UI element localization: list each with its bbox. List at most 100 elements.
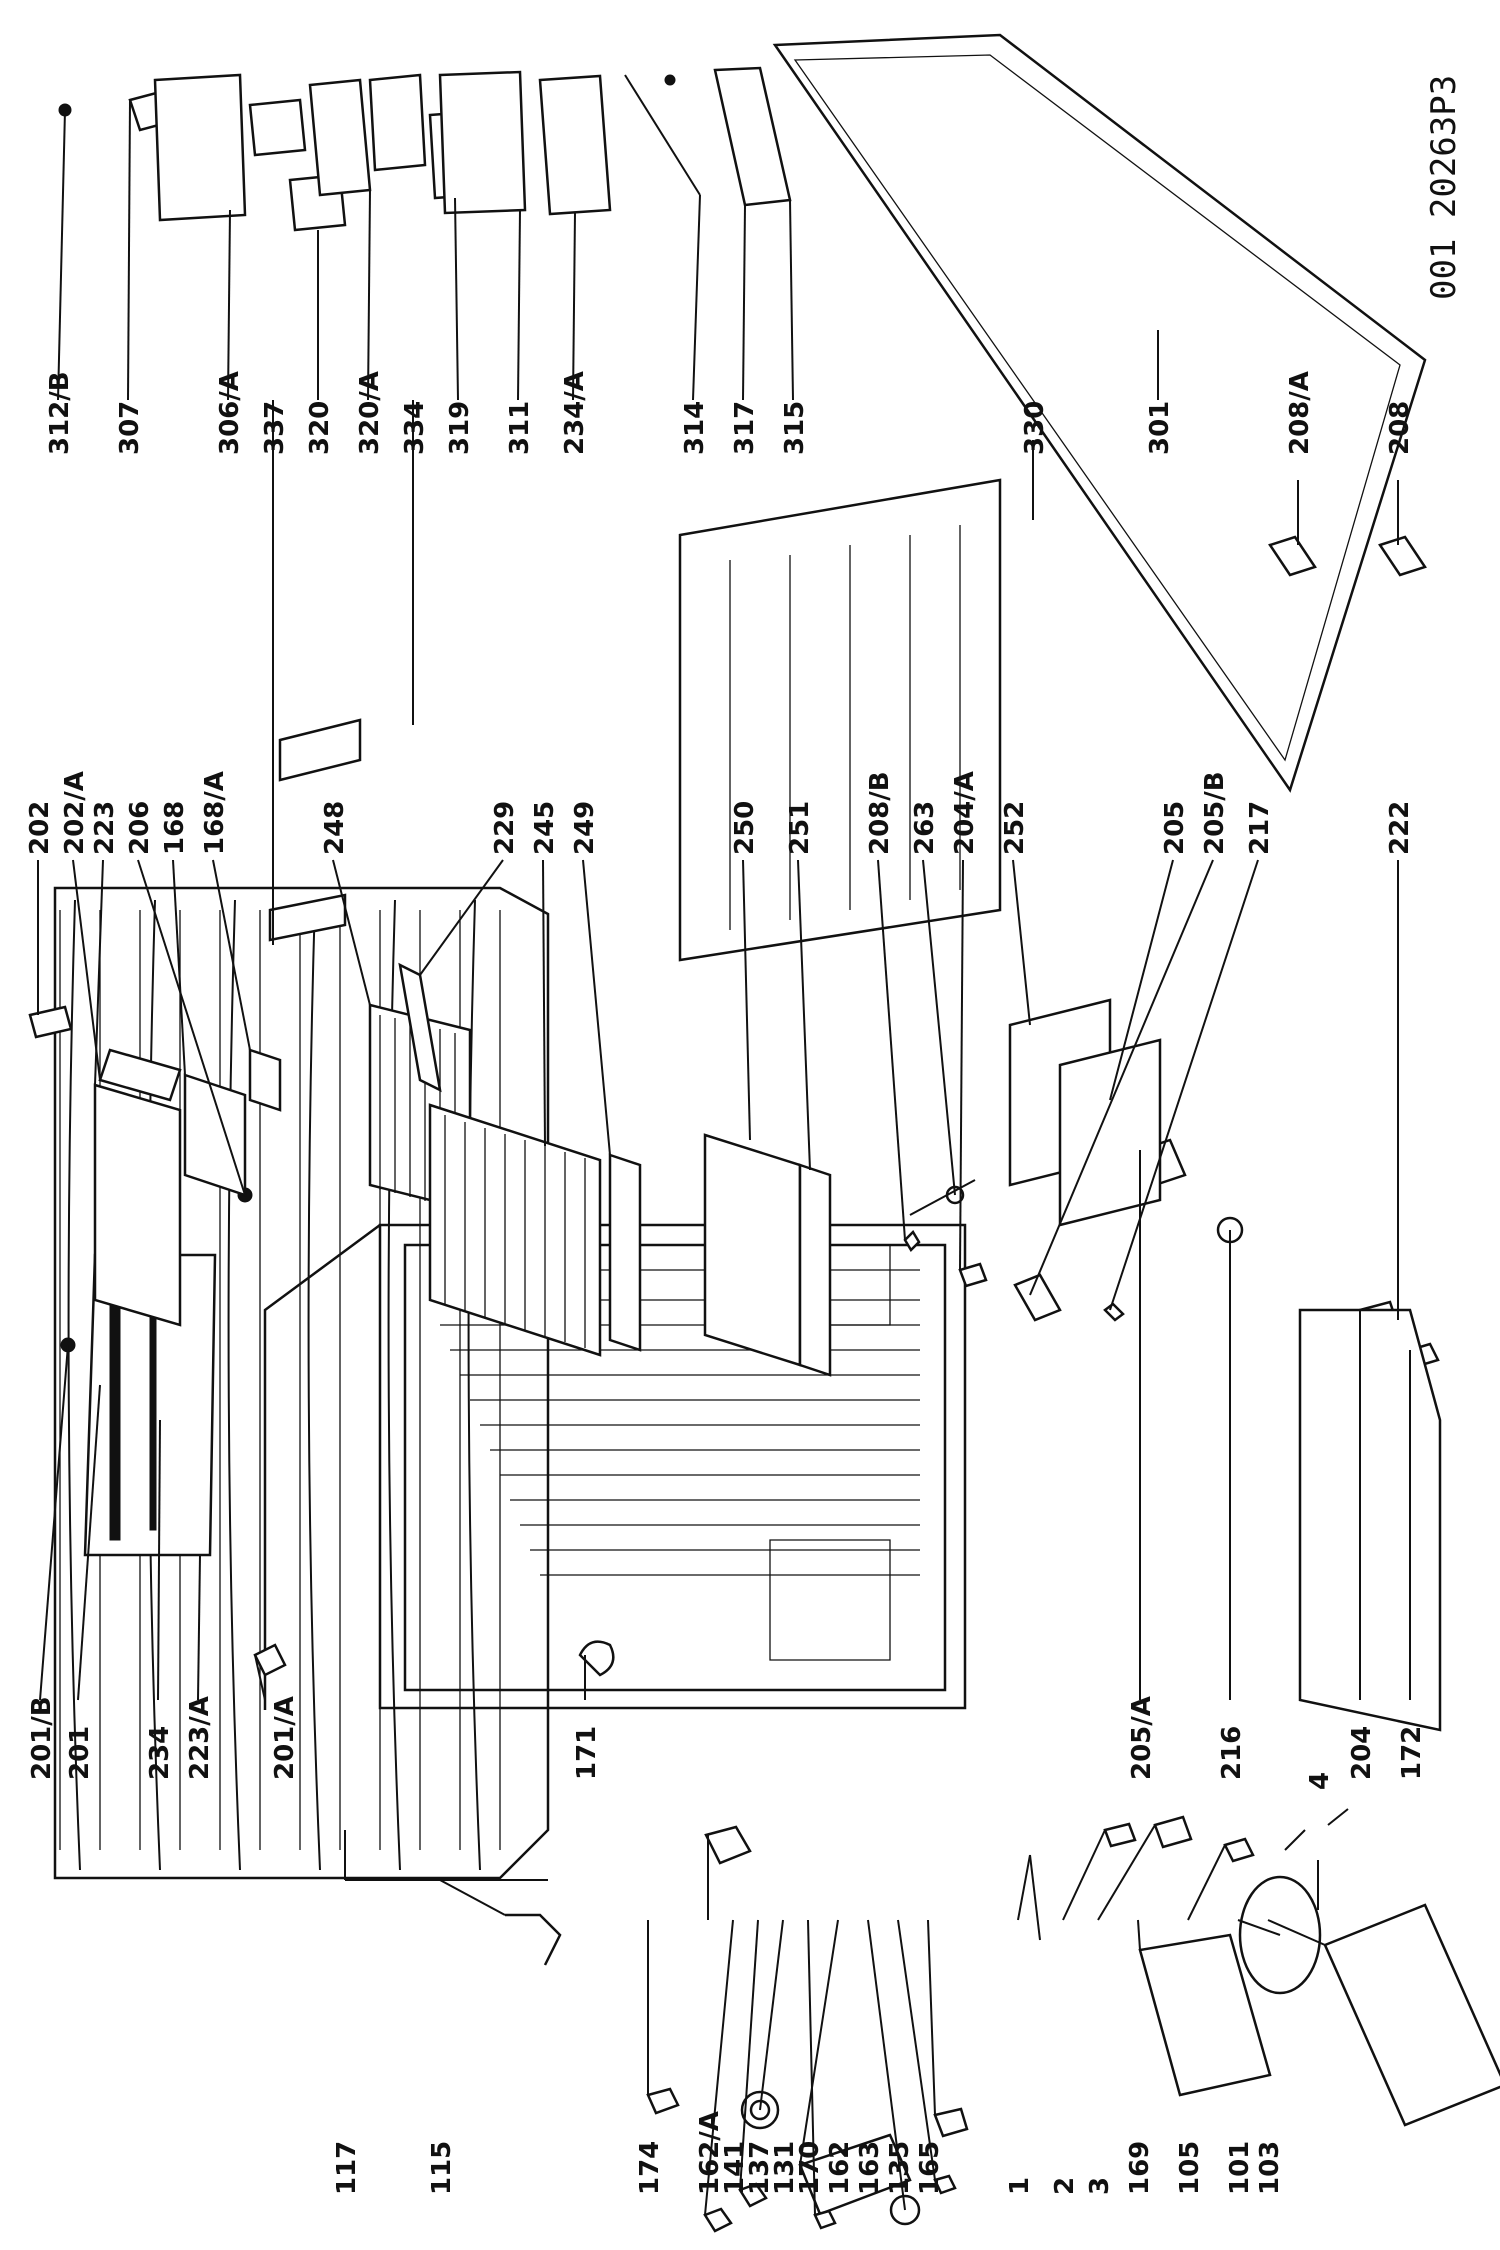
part-label-204: 204 [1347,1726,1377,1780]
part-label-162: 162 [825,2141,855,2195]
part-label-248: 248 [320,801,350,855]
leader-lines [37,99,1411,2216]
door-301-drawing [772,33,1427,793]
part-label-306a: 306/A [215,371,245,455]
part-label-115: 115 [427,2141,457,2195]
egg-tray-320a-drawing [308,78,372,197]
part-label-205a: 205/A [1127,1696,1157,1780]
door-shelf-234a-drawing [538,74,612,216]
part-label-217: 217 [1245,801,1275,855]
plinth-222-drawing [1298,1308,1442,1732]
part-label-131: 131 [770,2141,800,2195]
part-202a-drawing [98,1048,182,1102]
part-label-301: 301 [1145,401,1175,455]
part-202-drawing [28,1005,73,1039]
part-165-drawing [933,2107,969,2138]
part-label-171: 171 [572,1726,602,1780]
part-label-117: 117 [332,2141,362,2195]
part-label-168a: 168/A [200,771,230,855]
bracket-337-drawing [268,893,347,942]
part-208b-drawing [903,1229,921,1253]
part-137-drawing [738,2182,768,2208]
glass-frame-251-drawing [798,1163,832,1377]
hinge-208-drawing [1378,535,1427,577]
relay-box-169-drawing [1138,1933,1272,2097]
document-code: 001 20263P3 [1424,75,1464,300]
part-label-202: 202 [25,801,55,855]
part-label-312b: 312/B [45,371,75,455]
part-label-234a: 234/A [560,371,590,455]
bracket-334-drawing [278,718,362,782]
part-label-201b: 201/B [27,1696,57,1780]
part-label-245: 245 [530,801,560,855]
part-label-208b: 208/B [865,771,895,855]
part-label-223: 223 [90,801,120,855]
crisper-205-drawing [1058,1038,1162,1227]
part-label-208a: 208/A [1285,371,1315,455]
part-label-174: 174 [635,2141,665,2195]
part-label-263: 263 [910,801,940,855]
glass-250-drawing [703,1133,802,1367]
part-label-1: 1 [1005,2177,1035,2195]
thermostat-162-drawing [798,2133,912,2216]
part-label-168: 168 [160,801,190,855]
part-263-shaft [909,1179,976,1216]
part-label-163: 163 [855,2141,885,2195]
part-label-101: 101 [1225,2141,1255,2195]
part-label-319: 319 [445,401,475,455]
part-204a-drawing [958,1262,988,1288]
part-label-141: 141 [720,2141,750,2195]
part-label-205: 205 [1160,801,1190,855]
part-2-drawing [1103,1822,1137,1848]
part-label-165: 165 [915,2141,945,2195]
part-label-223a: 223/A [185,1696,215,1780]
part-3-drawing [1153,1815,1193,1849]
part-135-drawing [933,2174,957,2195]
part-168-drawing [183,1073,247,1197]
rod-314-drawing [624,74,701,196]
part-label-172: 172 [1397,1726,1427,1780]
part-label-250: 250 [730,801,760,855]
part-170-drawing [813,2209,837,2230]
part-label-317: 317 [730,401,760,455]
part-label-137: 137 [745,2141,775,2195]
part-label-208: 208 [1385,401,1415,455]
part-label-330: 330 [1020,401,1050,455]
part-168a-drawing [248,1048,282,1112]
part-label-201: 201 [65,1726,95,1780]
screw-217-drawing [1103,1302,1125,1322]
part-171-drawing [578,1640,615,1677]
part-label-4: 4 [1305,1772,1335,1790]
shelf-245-drawing [428,1103,602,1357]
part-label-315: 315 [780,401,810,455]
part-label-320a: 320/A [355,371,385,455]
part-141-drawing [703,2207,733,2233]
part-label-135: 135 [885,2141,915,2195]
part-105-drawing [1223,1837,1255,1863]
part-label-222: 222 [1385,801,1415,855]
middle-row-labels: 202 202/A 223 206 168 168/A 248 229 245 … [25,771,1415,855]
hinge-201a-drawing [253,1643,287,1677]
cabinet-row-labels: 201/B 201 234 223/A 201/A 171 205/A 216 … [27,1696,1427,1780]
part-label-162a: 162/A [695,2111,725,2195]
bottom-row-labels: 117 115 174 162/A 141 137 131 170 162 16… [332,1772,1335,2195]
compressor-base-103-drawing [1323,1903,1500,2127]
part-label-170: 170 [795,2141,825,2195]
part-label-202a: 202/A [60,771,90,855]
part-label-314: 314 [680,401,710,455]
cap-317-drawing [664,74,676,86]
filter-drawing [505,1913,562,1966]
part-4-drawing [1284,1808,1349,1851]
shelf-245-wires [444,1115,586,1348]
egg-tray-334-drawing [368,73,427,172]
bracket-205b-drawing [1013,1273,1062,1322]
part-label-234: 234 [145,1726,175,1780]
part-label-229: 229 [490,801,520,855]
part-label-337: 337 [260,401,290,455]
top-row-labels: 312/B 307 306/A 337 320 320/A 334 319 31… [45,371,1415,455]
part-label-311: 311 [505,401,535,455]
part-label-169: 169 [1125,2141,1155,2195]
part-label-206: 206 [125,801,155,855]
part-label-249: 249 [570,801,600,855]
